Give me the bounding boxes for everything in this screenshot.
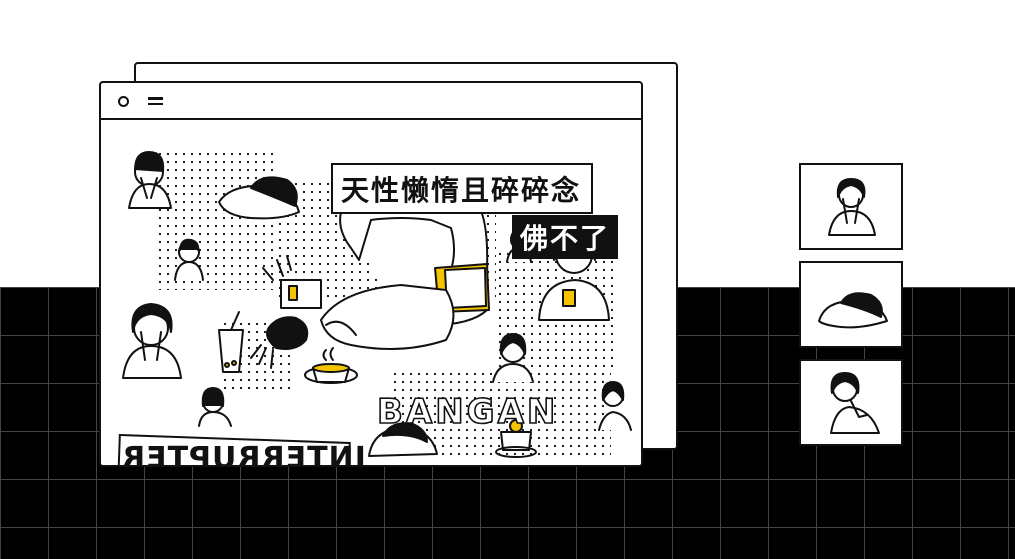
halftone-dots bbox=[156, 150, 276, 290]
thumbnail-girl-thinking[interactable] bbox=[799, 359, 903, 446]
artwork-subtitle: 佛不了 bbox=[512, 215, 619, 259]
circle-button[interactable] bbox=[118, 96, 129, 107]
illustration-art bbox=[122, 151, 632, 458]
thumbnail-girl-sleeping[interactable] bbox=[799, 261, 903, 348]
girl-thinking-icon bbox=[830, 372, 880, 434]
illustration-canvas: 天性懒惰且碎碎念 佛不了 BANGAN INTERRUPTER bbox=[101, 120, 641, 465]
main-window: 天性懒惰且碎碎念 佛不了 BANGAN INTERRUPTER bbox=[99, 81, 643, 467]
thumbnail-girl-covering-face[interactable] bbox=[799, 163, 903, 250]
artwork-title: 天性懒惰且碎碎念 bbox=[331, 163, 594, 214]
mirrored-label: INTERRUPTER bbox=[121, 441, 366, 467]
wordmark-bangan: BANGAN bbox=[376, 391, 559, 433]
girl-sleeping-icon bbox=[818, 292, 888, 329]
girl-covering-face-icon bbox=[828, 178, 876, 236]
menu-icon[interactable] bbox=[148, 97, 163, 107]
window-titlebar bbox=[101, 83, 641, 120]
